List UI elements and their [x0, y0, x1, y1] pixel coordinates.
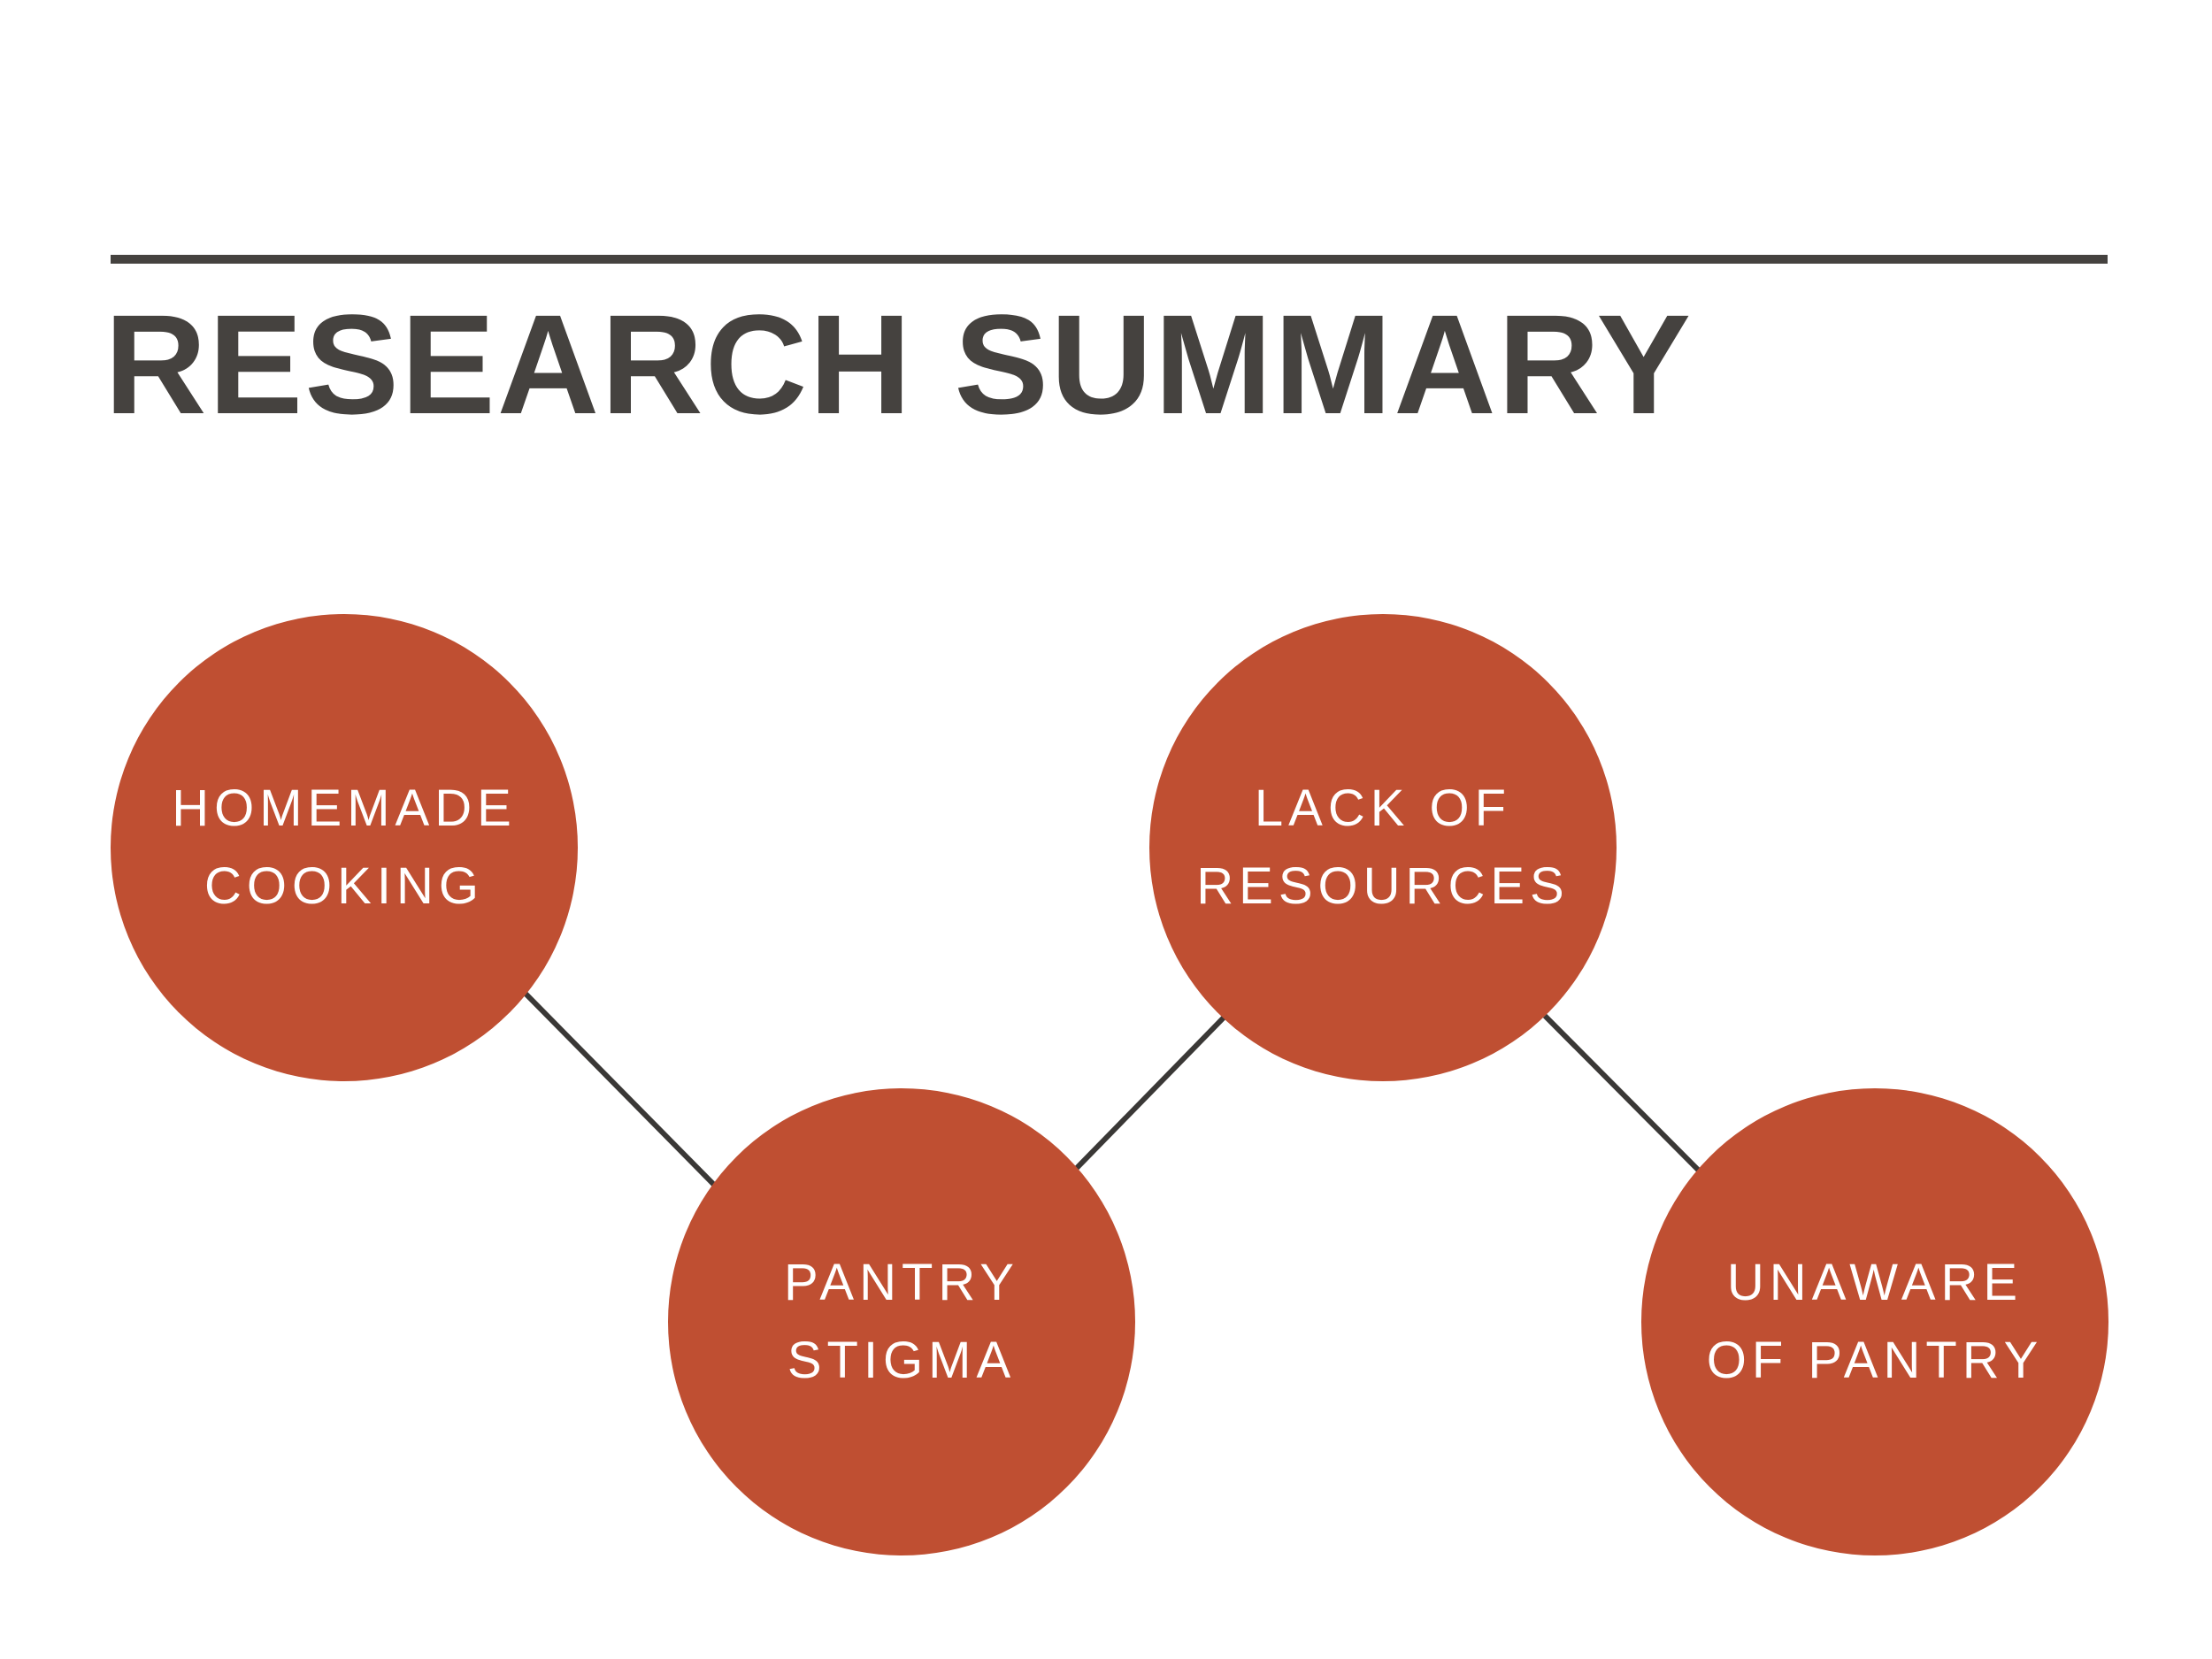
node-lack-of-resources: LACK OF RESOURCES [1149, 614, 1617, 1081]
connector-1-2 [522, 990, 717, 1187]
node-label-line2: OF PANTRY [1706, 1332, 2044, 1389]
node-label-line1: LACK OF [1254, 780, 1512, 837]
node-label-line1: UNAWARE [1726, 1254, 2024, 1311]
node-label-line2: COOKING [204, 857, 484, 915]
node-label-line2: RESOURCES [1196, 857, 1570, 915]
node-homemade-cooking: HOMEMADE COOKING [111, 614, 578, 1081]
title-divider [111, 255, 2108, 264]
connector-3-4 [1542, 1013, 1706, 1178]
node-label-line2: STIGMA [787, 1332, 1017, 1389]
node-label-line1: PANTRY [784, 1254, 1019, 1311]
connector-2-3 [1074, 1013, 1228, 1171]
node-label-line1: HOMEMADE [172, 780, 517, 837]
node-pantry-stigma: PANTRY STIGMA [668, 1088, 1135, 1555]
page-title: RESEARCH SUMMARY [104, 285, 1694, 443]
node-unaware-of-pantry: UNAWARE OF PANTRY [1641, 1088, 2108, 1555]
